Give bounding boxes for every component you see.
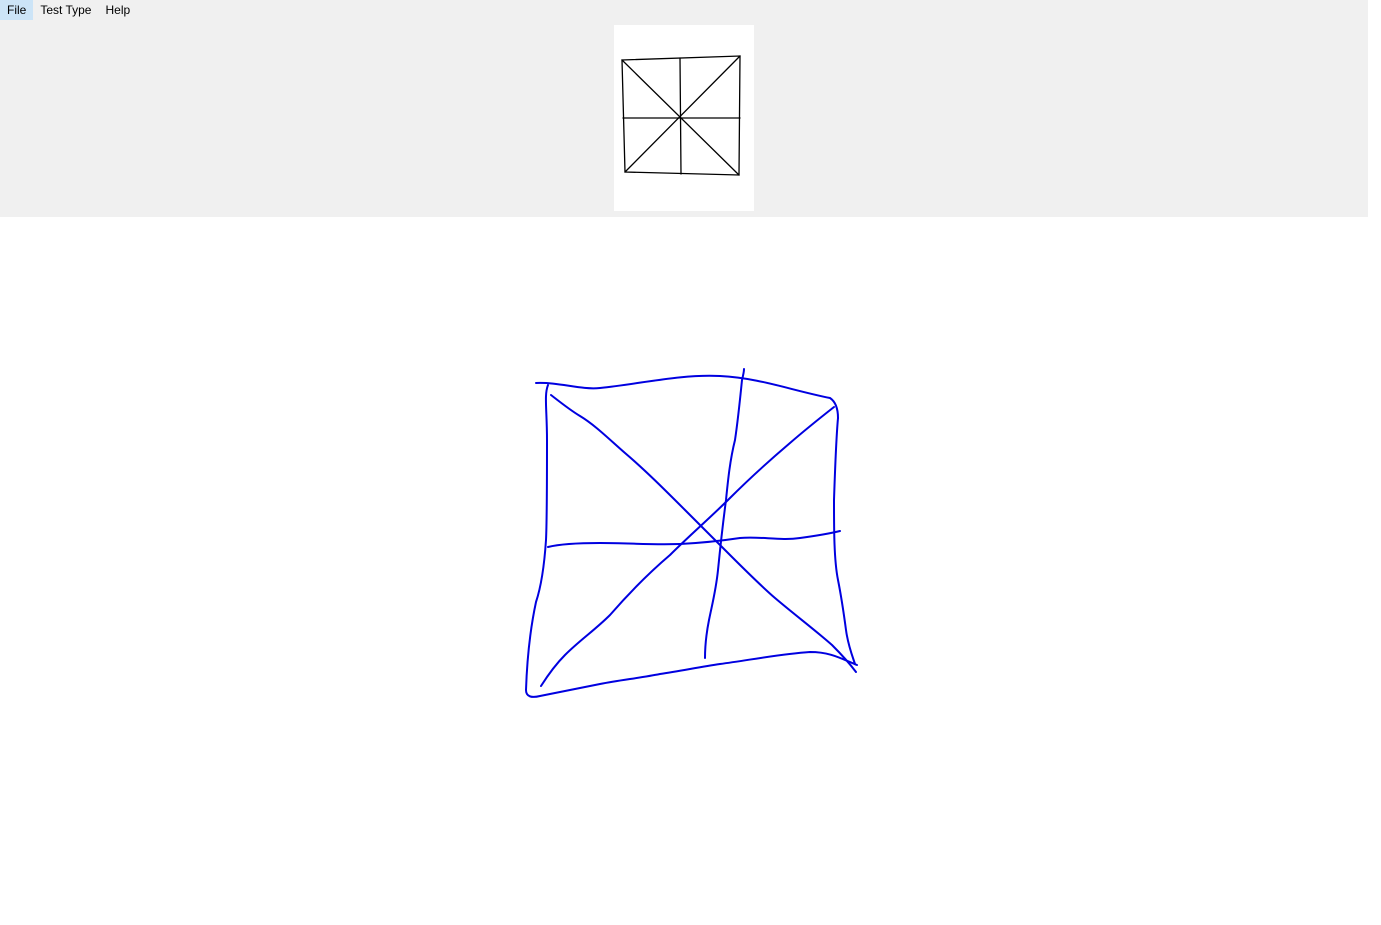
reference-panel: File Test Type Help [0, 0, 1368, 217]
reference-figure-icon [621, 55, 741, 176]
user-drawing [525, 368, 858, 698]
reference-diagonal-1 [621, 59, 740, 176]
drawing-top-edge [535, 374, 839, 419]
menu-file[interactable]: File [0, 0, 34, 20]
reference-diagonal-2 [624, 55, 741, 173]
drawing-horizontal-stroke [547, 530, 841, 548]
drawing-diagonal-2 [540, 406, 835, 687]
drawing-vertical-stroke [704, 368, 745, 659]
menu-test-type[interactable]: Test Type [40, 3, 92, 17]
drawing-left-edge [525, 384, 858, 698]
menu-bar: File Test Type Help [0, 0, 137, 20]
reference-figure-card [614, 25, 754, 211]
drawing-right-edge [833, 417, 856, 665]
drawing-canvas[interactable] [0, 217, 1381, 925]
menu-help[interactable]: Help [105, 3, 131, 17]
drawing-diagonal-1 [550, 394, 857, 673]
